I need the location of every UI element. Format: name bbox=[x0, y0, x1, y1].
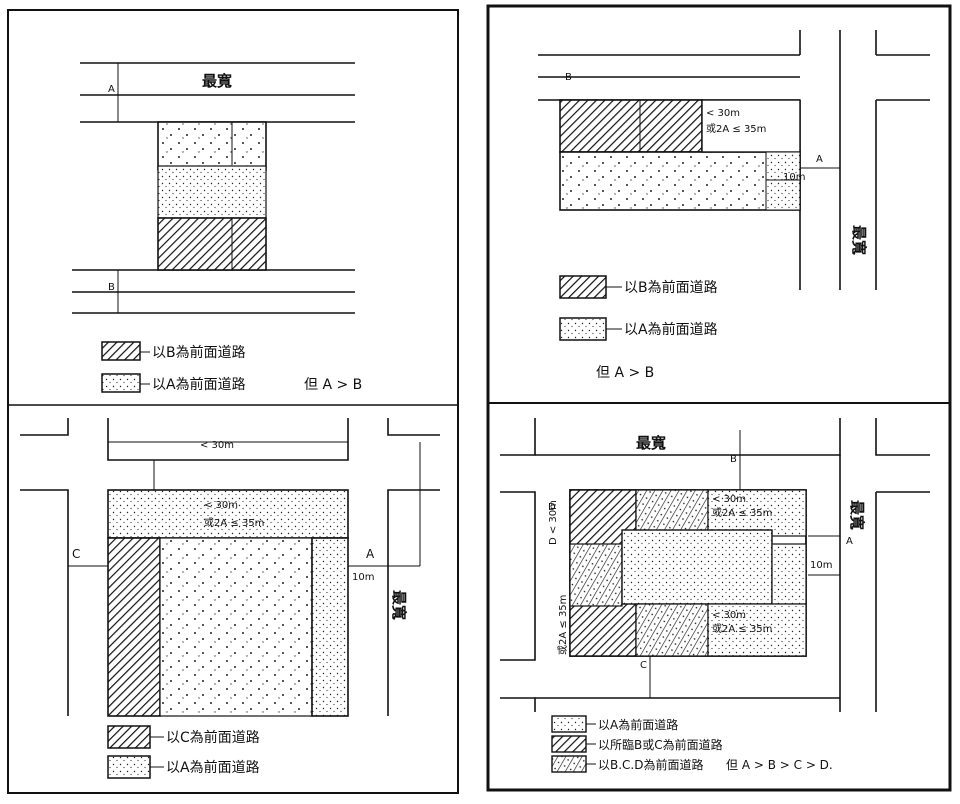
panel2-note-depth2: 或2A ≤ 35m bbox=[706, 123, 766, 135]
panel3-road-label: 最寬 bbox=[390, 590, 408, 620]
panel2-legend-b: 以B為前面道路 bbox=[624, 279, 718, 296]
panel4-condition: 但 A > B > C > D. bbox=[726, 758, 833, 772]
panel4-road-label-top: 最寬 bbox=[636, 434, 666, 452]
panel-1: A B 最寬 以B為前面道路 以A為前面道路 但 A > B bbox=[72, 62, 362, 393]
panel1-lot bbox=[157, 121, 267, 271]
panel4-note-l1: D < 30m bbox=[548, 500, 559, 545]
panel4-lot bbox=[569, 489, 807, 657]
panel4-dim-a: A bbox=[846, 536, 853, 547]
panel1-legend: 以B為前面道路 以A為前面道路 但 A > B bbox=[101, 341, 362, 393]
panel2-road-label: 最寬 bbox=[850, 225, 868, 255]
panel2-dim-a: A bbox=[816, 154, 823, 165]
panel4-note-tr2: 或2A ≤ 35m bbox=[712, 507, 772, 519]
panel3-dim-a: A bbox=[366, 547, 375, 561]
panel4-legend: 以A為前面道路 以所臨B或C為前面道路 以B.C.D為前面道路 但 A > B … bbox=[551, 715, 833, 773]
panel4-legend-bc: 以所臨B或C為前面道路 bbox=[598, 737, 723, 752]
panel1-dim-a: A bbox=[108, 84, 115, 95]
panel3-note-depth: < 30m bbox=[204, 500, 238, 511]
panel3-note-depth2: 或2A ≤ 35m bbox=[204, 517, 264, 529]
panel4-note-br2: 或2A ≤ 35m bbox=[712, 623, 772, 635]
panel1-road-label: 最寬 bbox=[202, 72, 232, 90]
panel4-roads bbox=[500, 418, 930, 712]
panel4-legend-bcd: 以B.C.D為前面道路 bbox=[598, 757, 703, 772]
panel3-roads bbox=[20, 418, 440, 716]
panel3-legend-a: 以A為前面道路 bbox=[166, 759, 260, 776]
panel1-legend-a: 以A為前面道路 bbox=[152, 376, 246, 393]
panel4-note-br: < 30m bbox=[712, 610, 746, 621]
panel3-dim-c: C bbox=[72, 547, 80, 561]
panel4-dim-d: D bbox=[548, 502, 556, 513]
panel-3: < 30m C A 最寬 < 30m 或2A ≤ 35m 10m 以C為前面道路… bbox=[20, 418, 440, 779]
panel3-top-width: < 30m bbox=[200, 440, 234, 451]
panel4-dim-b: B bbox=[730, 454, 737, 465]
panel4-note-tr: < 30m bbox=[712, 494, 746, 505]
panel4-legend-a: 以A為前面道路 bbox=[598, 717, 678, 732]
panel2-legend-a: 以A為前面道路 bbox=[624, 321, 718, 338]
panel2-note-10: 10m bbox=[783, 172, 805, 183]
panel-2: B 最寬 < 30m 或2A ≤ 35m A 10m 以B為前面道路 以A為前面… bbox=[538, 30, 930, 381]
panel3-legend-c: 以C為前面道路 bbox=[166, 729, 260, 746]
panel2-note-depth: < 30m bbox=[706, 108, 740, 119]
panel3-lot bbox=[107, 460, 349, 717]
panel-frames bbox=[7, 4, 952, 794]
panel2-legend: 以B為前面道路 以A為前面道路 但 A > B bbox=[559, 275, 718, 381]
panel2-condition: 但 A > B bbox=[596, 365, 654, 381]
panel4-road-label: 最寬 bbox=[848, 500, 866, 530]
panel3-legend: 以C為前面道路 以A為前面道路 bbox=[107, 725, 260, 779]
panel2-dim-b: B bbox=[565, 72, 572, 83]
panel1-dim-b: B bbox=[108, 282, 115, 293]
panel3-note-10: 10m bbox=[352, 572, 374, 583]
panel4-dim-c: C bbox=[640, 660, 647, 671]
panel1-roads bbox=[72, 62, 355, 314]
panel1-condition: 但 A > B bbox=[304, 377, 362, 393]
panel4-note-l2: 或2A ≤ 35m bbox=[557, 595, 569, 655]
panel1-legend-b: 以B為前面道路 bbox=[152, 344, 246, 361]
panel4-note-10: 10m bbox=[810, 560, 832, 571]
panel2-lot bbox=[559, 99, 840, 211]
panel-4: 最寬 最寬 B A C D < 30m 或2A ≤ 35m < 30m 或2A … bbox=[500, 418, 930, 773]
